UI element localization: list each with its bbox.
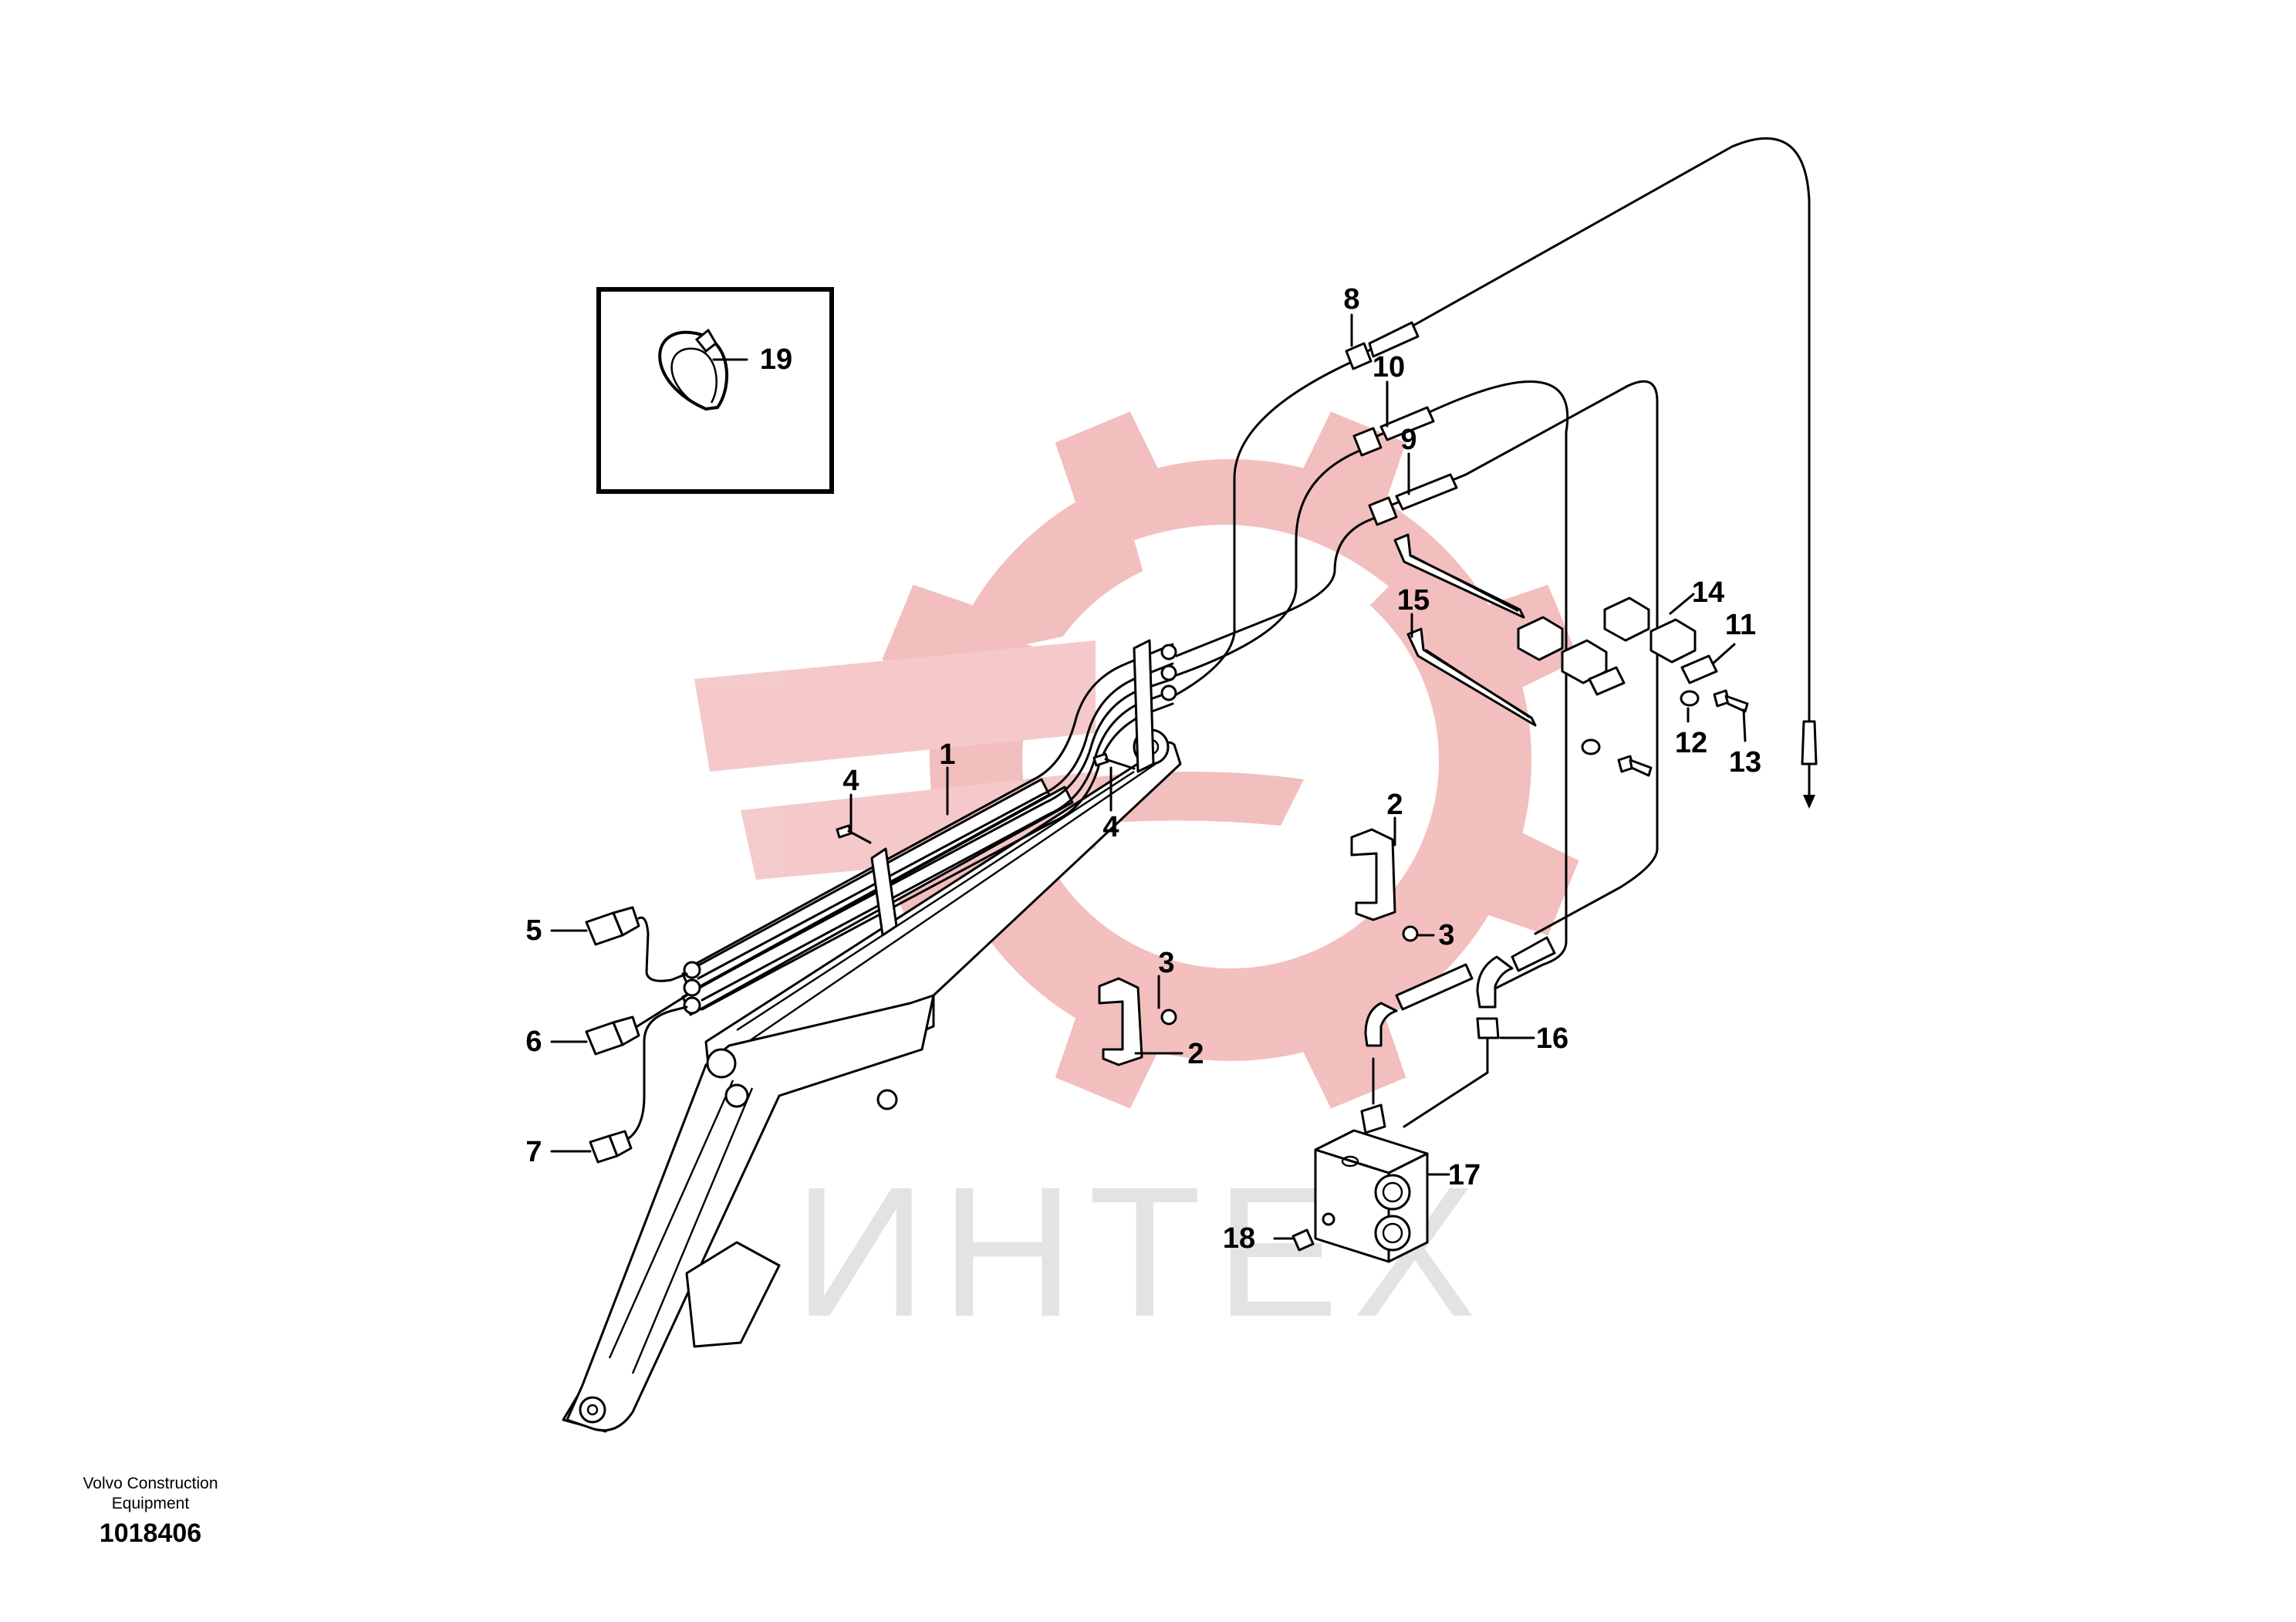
callout-16: 16	[1536, 1022, 1568, 1055]
bolts-13	[1617, 689, 1749, 777]
callout-3: 3	[1158, 947, 1174, 979]
callout-4: 4	[842, 765, 859, 797]
callout-18: 18	[1223, 1222, 1255, 1255]
callout-6: 6	[525, 1026, 542, 1058]
inset-cable-tie	[596, 287, 834, 494]
plates-11	[1588, 654, 1718, 696]
hoses	[1175, 137, 1818, 997]
cable-ties-15	[1393, 533, 1537, 727]
callout-3: 3	[1438, 919, 1454, 951]
fitting-7	[589, 1005, 688, 1164]
callout-15: 15	[1397, 584, 1430, 617]
callout-14: 14	[1692, 576, 1724, 609]
bracket-left	[1098, 977, 1177, 1066]
callout-13: 13	[1729, 746, 1761, 779]
clamps-14	[1517, 596, 1697, 684]
watermark-logo	[694, 411, 1579, 1109]
hose-fittings-16	[1360, 936, 1556, 1134]
washers-12	[1581, 690, 1700, 755]
callout-17: 17	[1448, 1159, 1481, 1191]
callout-4: 4	[1102, 811, 1119, 843]
callout-10: 10	[1373, 351, 1405, 384]
callout-8: 8	[1343, 283, 1359, 316]
callout-5: 5	[525, 914, 542, 947]
leader-lines	[550, 313, 1747, 1240]
plug-18	[1292, 1212, 1335, 1252]
callout-2: 2	[1386, 789, 1403, 821]
valve-block-17	[1314, 1129, 1429, 1263]
callout-12: 12	[1675, 727, 1707, 759]
callout-9: 9	[1400, 424, 1416, 456]
callout-2: 2	[1187, 1038, 1204, 1070]
callout-1: 1	[939, 738, 955, 771]
callout-19: 19	[760, 343, 792, 376]
callout-11: 11	[1725, 609, 1756, 641]
callout-7: 7	[525, 1136, 542, 1168]
drawing-number: 1018406	[99, 1519, 202, 1548]
fitting-6	[585, 994, 688, 1056]
bracket-right	[1350, 828, 1419, 942]
bolts-4	[836, 752, 1136, 844]
callouts: 1 2 2 3 3 4 4 5 6 7 8 9 10 11 12 13 14 1…	[525, 283, 1761, 1255]
manufacturer-label: Volvo Construction Equipment	[83, 1475, 218, 1512]
tube-bundle	[681, 639, 1177, 1016]
fitting-5	[585, 906, 688, 982]
